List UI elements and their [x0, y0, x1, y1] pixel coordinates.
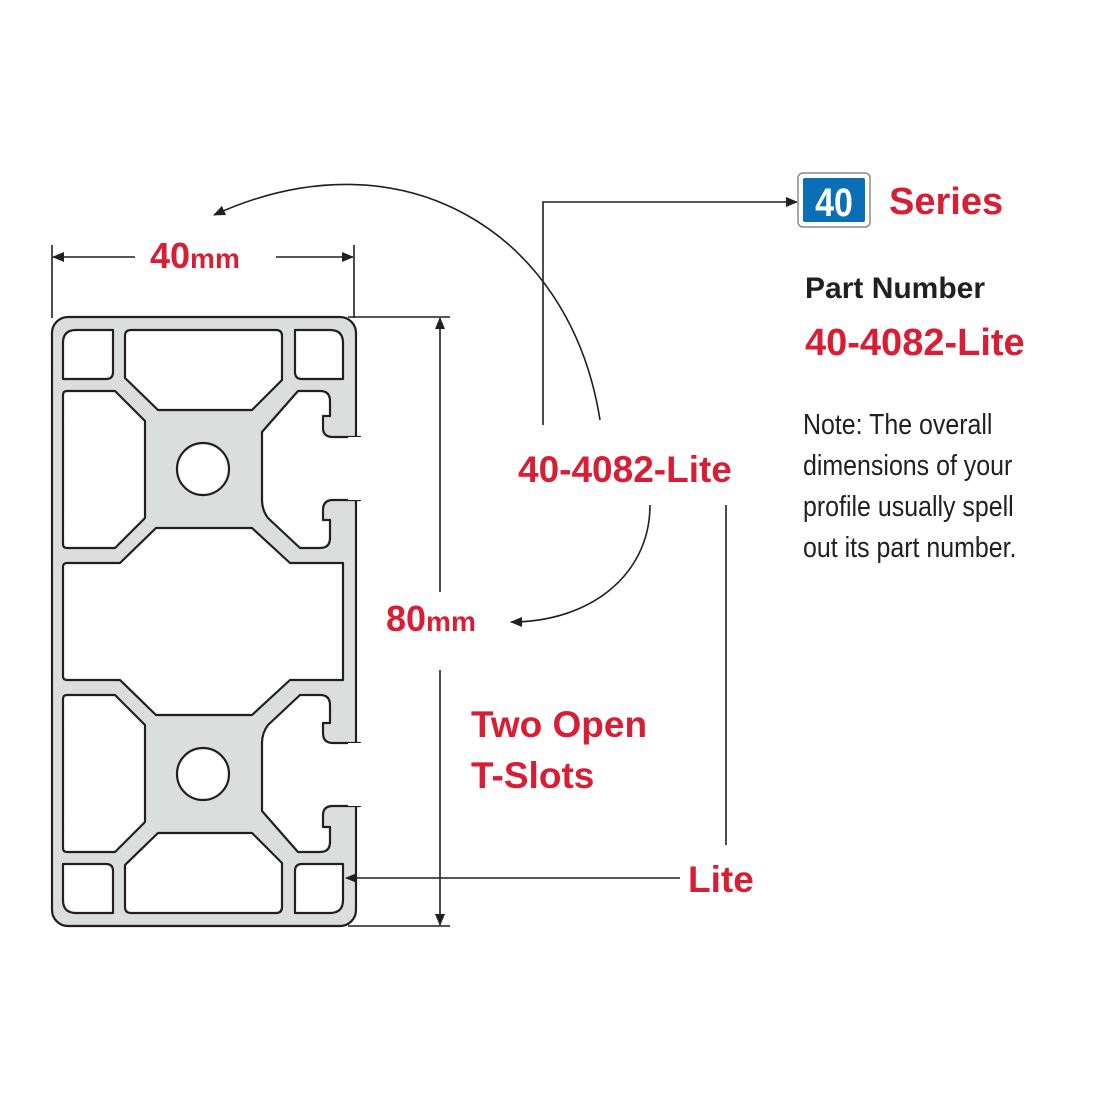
part-number-heading: Part Number [805, 272, 985, 305]
series-label: Series [889, 181, 1003, 223]
height-value: 80 [386, 598, 426, 639]
height-dimension: 80mm [348, 316, 476, 927]
series-badge: 40 [797, 172, 871, 228]
arrow-to-width [213, 183, 601, 421]
slots-label-line1: Two Open [471, 704, 647, 745]
part-number-value: 40-4082-Lite [805, 322, 1025, 364]
callout-part-number: 40-4082-Lite [518, 449, 732, 490]
note-text: Note: The overall dimensions of your pro… [803, 409, 1017, 564]
svg-text:80mm: 80mm [386, 598, 476, 639]
slots-label-line2: T-Slots [471, 755, 594, 796]
extrusion-profile [50, 315, 362, 928]
svg-text:40mm: 40mm [150, 235, 240, 276]
series-number: 40 [815, 179, 853, 224]
lite-label: Lite [688, 859, 754, 900]
width-value: 40 [150, 235, 190, 276]
arrow-to-series [542, 197, 798, 425]
height-unit: mm [426, 606, 476, 637]
arrow-to-height [510, 504, 651, 627]
width-unit: mm [190, 243, 240, 274]
width-dimension: 40mm [51, 235, 355, 318]
